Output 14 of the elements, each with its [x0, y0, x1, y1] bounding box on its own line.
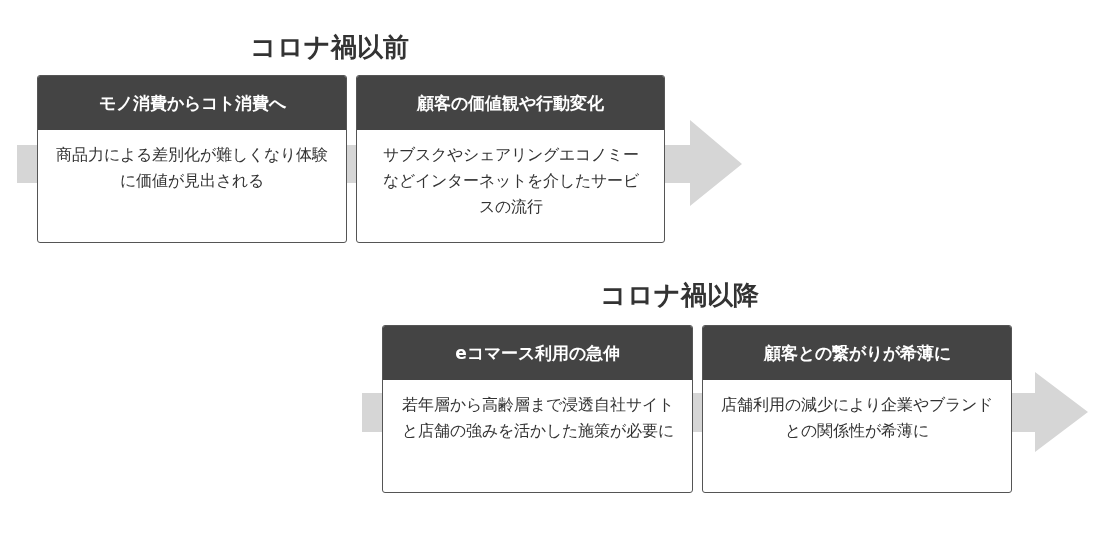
section-title: コロナ禍以降	[600, 279, 759, 312]
section-title: コロナ禍以前	[250, 31, 409, 64]
card	[356, 75, 665, 243]
card-text: サブスクやシェアリングエコノミーなどインターネットを介したサービスの流行	[381, 144, 640, 218]
card-text: 店舗利用の減少により企業やブランドとの関係性が希薄に	[720, 394, 994, 442]
card-text: 若年層から高齢層まで浸透自社サイトと店舗の強みを活かした施策が必要に	[400, 394, 675, 442]
card-text: 商品力による差別化が難しくなり体験に価値が見出される	[55, 144, 329, 192]
card	[382, 325, 693, 493]
card	[37, 75, 347, 243]
card-heading: 顧客の価値観や行動変化	[357, 76, 664, 130]
card	[702, 325, 1012, 493]
card-heading: eコマース利用の急伸	[383, 326, 692, 380]
card-heading: モノ消費からコト消費へ	[38, 76, 346, 130]
card-heading: 顧客との繋がりが希薄に	[703, 326, 1011, 380]
